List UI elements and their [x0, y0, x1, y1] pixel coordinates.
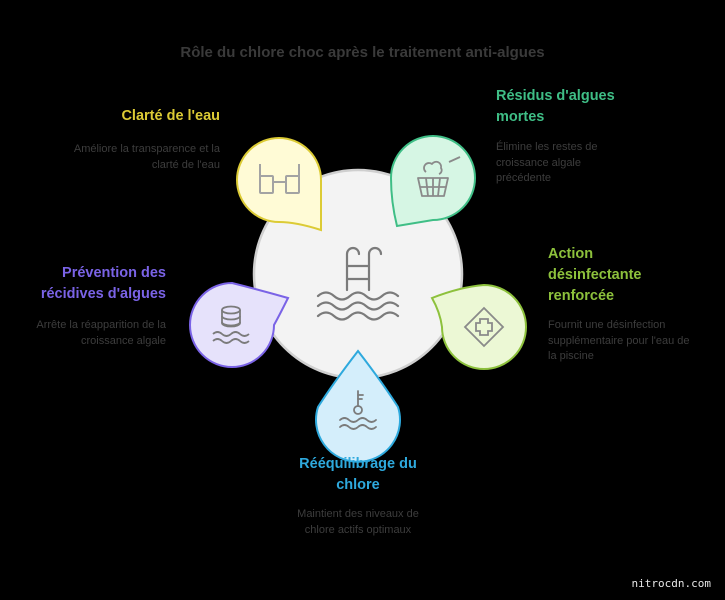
pool-ladder-icon: [316, 246, 400, 321]
desc-clarte: Améliore la transparence et la clarté de…: [73, 143, 220, 171]
heading-prevention: Prévention des récidives d'algues: [40, 265, 166, 302]
desc-prevention: Arrête la réapparition de la croissance …: [36, 319, 166, 347]
diagram-title: Rôle du chlore choc après le traitement …: [180, 44, 545, 61]
desc-reequilibrage: Maintient des niveaux de chlore actifs o…: [297, 508, 419, 536]
thermometer-water-icon: [339, 390, 377, 430]
desc-residus: Élimine les restes de croissance algale …: [496, 141, 598, 184]
heading-residus: Résidus d'algues mortes: [496, 88, 615, 125]
glasses-icon: [259, 164, 300, 194]
heading-action: Action désinfectante renforcée: [548, 246, 642, 304]
pin-clarte: [235, 137, 322, 232]
pin-action: [430, 283, 527, 370]
basket-icon: [417, 156, 461, 197]
watermark: nitrocdn.com: [631, 577, 711, 590]
desc-action: Fournit une désinfection supplémentaire …: [548, 319, 690, 362]
heading-reequilibrage: Rééquilibrage du chlore: [299, 456, 417, 493]
stack-water-icon: [212, 305, 250, 344]
heading-clarte: Clarté de l'eau: [121, 108, 220, 124]
first-aid-icon: [463, 306, 505, 348]
